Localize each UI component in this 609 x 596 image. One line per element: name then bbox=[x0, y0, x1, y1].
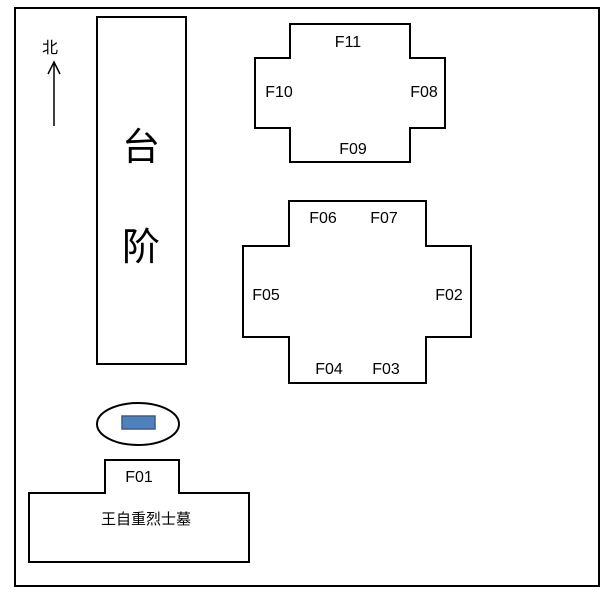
map-frame bbox=[14, 7, 600, 587]
tomb-block bbox=[28, 459, 250, 563]
marker-rectangle bbox=[121, 415, 156, 430]
area-label-f08: F08 bbox=[410, 84, 438, 101]
area-label-f03: F03 bbox=[372, 361, 400, 378]
area-label-f01: F01 bbox=[125, 469, 153, 486]
stairs-block bbox=[96, 16, 187, 365]
stairs-label-2: 阶 bbox=[122, 225, 160, 269]
area-label-f06: F06 bbox=[309, 210, 337, 227]
area-label-f04: F04 bbox=[315, 361, 343, 378]
north-arrow-icon bbox=[47, 60, 61, 126]
area-label-f07: F07 bbox=[370, 210, 398, 227]
area-label-f10: F10 bbox=[265, 84, 293, 101]
upper-cross-block bbox=[254, 23, 446, 163]
area-label-f05: F05 bbox=[252, 287, 280, 304]
area-label-f09: F09 bbox=[339, 141, 367, 158]
oval-plinth bbox=[96, 402, 180, 446]
area-label-f02: F02 bbox=[435, 287, 463, 304]
lower-cross-block bbox=[242, 200, 472, 384]
north-label: 北 bbox=[42, 38, 58, 57]
stairs-label-1: 台 bbox=[122, 125, 160, 169]
tomb-name-label: 王自重烈士墓 bbox=[101, 510, 191, 528]
area-label-f11: F11 bbox=[335, 34, 361, 51]
